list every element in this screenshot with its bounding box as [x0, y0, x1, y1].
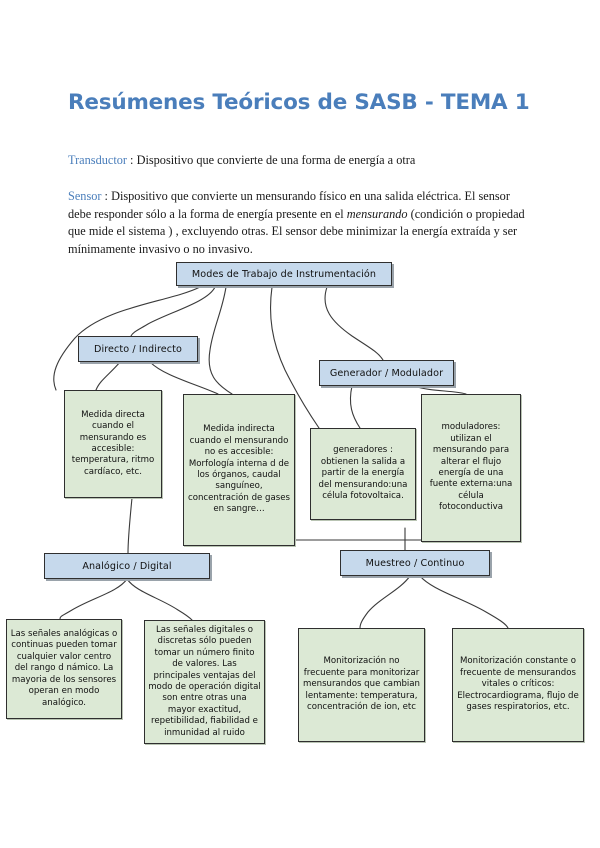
- node-senales-analogicas[interactable]: Las señales analógicas o continuas puede…: [6, 619, 122, 719]
- node-label: Generador / Modulador: [329, 367, 444, 379]
- paragraph-transductor: Transductor : Dispositivo que convierte …: [68, 152, 530, 169]
- edge-directo-to-medida-indirecta: [149, 361, 219, 395]
- edge-directo-to-medida-directa: [95, 361, 121, 391]
- definition-sensor-part1: Dispositivo que convierte un mensurando …: [68, 189, 510, 221]
- edge-root-to-directo-indirecto: [130, 286, 216, 337]
- edge-to-analogico-digital: [127, 497, 133, 554]
- edge-mc-to-mon-constante: [419, 575, 509, 629]
- edge-root-to-generador-modulador: [324, 286, 384, 361]
- edge-root-to-medida-indirecta: [208, 286, 233, 395]
- node-directo-indirecto[interactable]: Directo / Indirecto: [78, 336, 198, 362]
- edge-gm-to-moduladores: [413, 385, 467, 395]
- edge-ad-to-analogicas: [59, 578, 128, 620]
- definition-sensor-emphasis: mensurando: [346, 206, 408, 221]
- separator-sensor: :: [101, 189, 112, 204]
- term-sensor: Sensor: [68, 189, 102, 204]
- node-muestreo-continuo[interactable]: Muestreo / Continuo: [340, 550, 490, 576]
- node-label: Monitorización constante o frecuente de …: [457, 656, 579, 713]
- node-medida-directa[interactable]: Medida directa cuando el mensurando es a…: [64, 390, 162, 498]
- definition-transductor: Dispositivo que convierte de una forma d…: [136, 153, 416, 168]
- node-label: Modes de Trabajo de Instrumentación: [191, 268, 377, 280]
- node-generadores[interactable]: generadores : obtienen la salida a parti…: [310, 428, 416, 520]
- node-label: Medida indirecta cuando el mensurando no…: [187, 424, 291, 515]
- node-label: Las señales digitales o discretas sólo p…: [148, 624, 261, 738]
- node-label: moduladores: utilizan el mensurando para…: [429, 422, 513, 513]
- diagram-connectors: [53, 286, 509, 629]
- separator-transductor: :: [126, 153, 137, 168]
- node-label: Muestreo / Continuo: [365, 557, 465, 569]
- edge-mc-to-mon-no-frecuente: [359, 575, 411, 629]
- page-title: Resúmenes Teóricos de SASB - TEMA 1: [68, 90, 530, 116]
- node-monitorizacion-no-frecuente[interactable]: Monitorización no frecuente para monitor…: [298, 628, 425, 742]
- node-generador-modulador[interactable]: Generador / Modulador: [319, 360, 454, 386]
- node-label: Analógico / Digital: [82, 560, 172, 572]
- node-modes-de-trabajo[interactable]: Modes de Trabajo de Instrumentación: [176, 262, 392, 286]
- node-label: Directo / Indirecto: [93, 343, 183, 355]
- node-moduladores[interactable]: moduladores: utilizan el mensurando para…: [421, 394, 521, 542]
- node-label: Monitorización no frecuente para monitor…: [302, 656, 421, 713]
- edge-root-to-medida-directa: [53, 286, 201, 391]
- definition-sensor-part2: (condición o propiedad que mide el siste…: [68, 206, 525, 256]
- edge-ad-to-digitales: [126, 578, 193, 621]
- node-analogico-digital[interactable]: Analógico / Digital: [44, 553, 210, 579]
- term-transductor: Transductor: [68, 153, 127, 168]
- edge-root-to-generadores: [270, 286, 320, 429]
- node-label: generadores : obtienen la salida a parti…: [318, 445, 408, 502]
- node-medida-indirecta[interactable]: Medida indirecta cuando el mensurando no…: [183, 394, 295, 546]
- node-senales-digitales[interactable]: Las señales digitales o discretas sólo p…: [144, 620, 265, 744]
- node-label: Medida directa cuando el mensurando es a…: [71, 409, 155, 477]
- node-monitorizacion-constante[interactable]: Monitorización constante o frecuente de …: [452, 628, 584, 742]
- node-label: Las señales analógicas o continuas puede…: [10, 629, 118, 708]
- paragraph-sensor: Sensor : Dispositivo que convierte un me…: [68, 188, 530, 258]
- edge-gm-to-generadores: [349, 385, 361, 429]
- concept-map-diagram: Modes de Trabajo de Instrumentación Dire…: [0, 250, 600, 770]
